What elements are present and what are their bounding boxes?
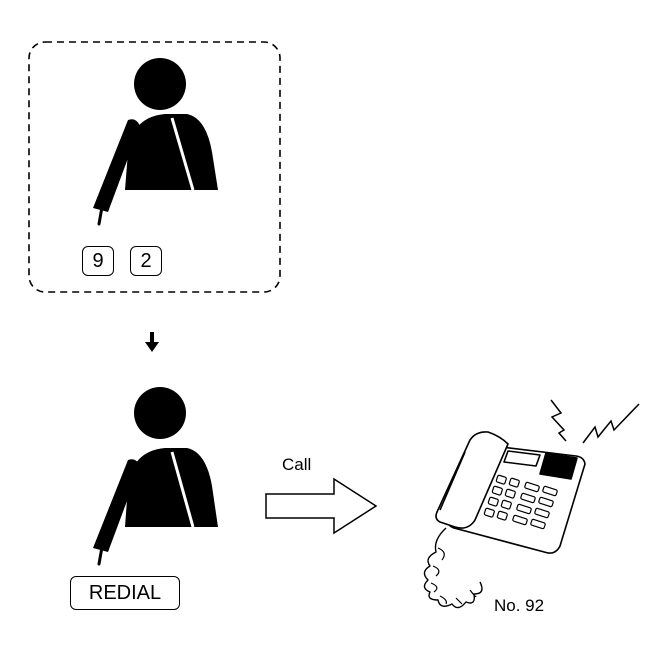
ringing-lines-icon-right (582, 403, 640, 444)
keypad-button-9[interactable]: 9 (82, 246, 114, 276)
step1-dashed-frame (28, 41, 281, 293)
person-icon-top (93, 58, 218, 226)
call-label: Call (282, 455, 312, 474)
person-icon-bottom (93, 387, 218, 566)
phone-number-label: No. 92 (494, 596, 545, 615)
ringing-lines-icon-left (550, 399, 567, 442)
redial-button[interactable]: REDIAL (70, 576, 180, 610)
call-arrow-icon (265, 477, 378, 535)
telephone-icon (423, 431, 586, 609)
down-arrow-icon (145, 332, 159, 352)
keypad-button-2[interactable]: 2 (130, 246, 162, 276)
